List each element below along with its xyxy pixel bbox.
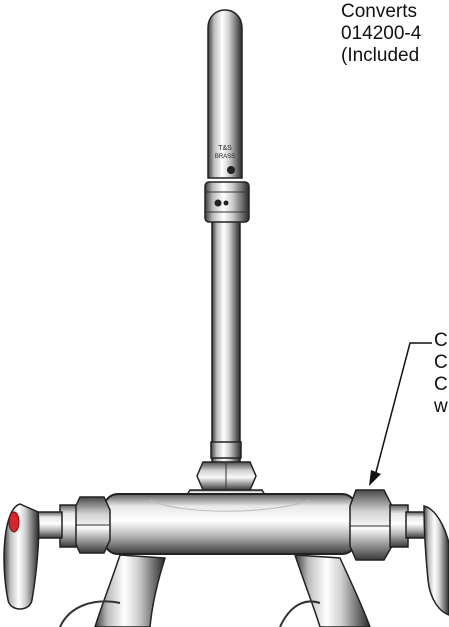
right-lever-handle — [405, 505, 449, 616]
callout-right-line-3: C — [434, 374, 448, 395]
right-leg — [279, 554, 371, 627]
callout-top-line-3: (Included — [341, 45, 420, 66]
spout-top: T&S BRASS — [207, 9, 243, 179]
spout-tube — [210, 199, 242, 466]
callout-top-line-2: 014200-4 — [341, 23, 422, 44]
callout-right-line-2: C — [434, 352, 448, 373]
engraving-line2: BRASS — [215, 154, 235, 160]
left-hex-nut — [59, 496, 111, 554]
callout-right-line-1: C — [434, 330, 448, 351]
faucet-body — [103, 493, 357, 555]
callout-right-line-4: w — [434, 396, 448, 417]
swivel-collar — [204, 181, 250, 223]
hot-indicator-icon — [8, 511, 20, 533]
callout-top-line-1: Converts — [341, 1, 418, 22]
left-leg — [59, 554, 167, 627]
callout-leader — [369, 342, 432, 486]
left-lever-handle — [3, 503, 63, 610]
engraving-line1: T&S — [218, 145, 232, 152]
right-hex-nut — [349, 489, 409, 561]
